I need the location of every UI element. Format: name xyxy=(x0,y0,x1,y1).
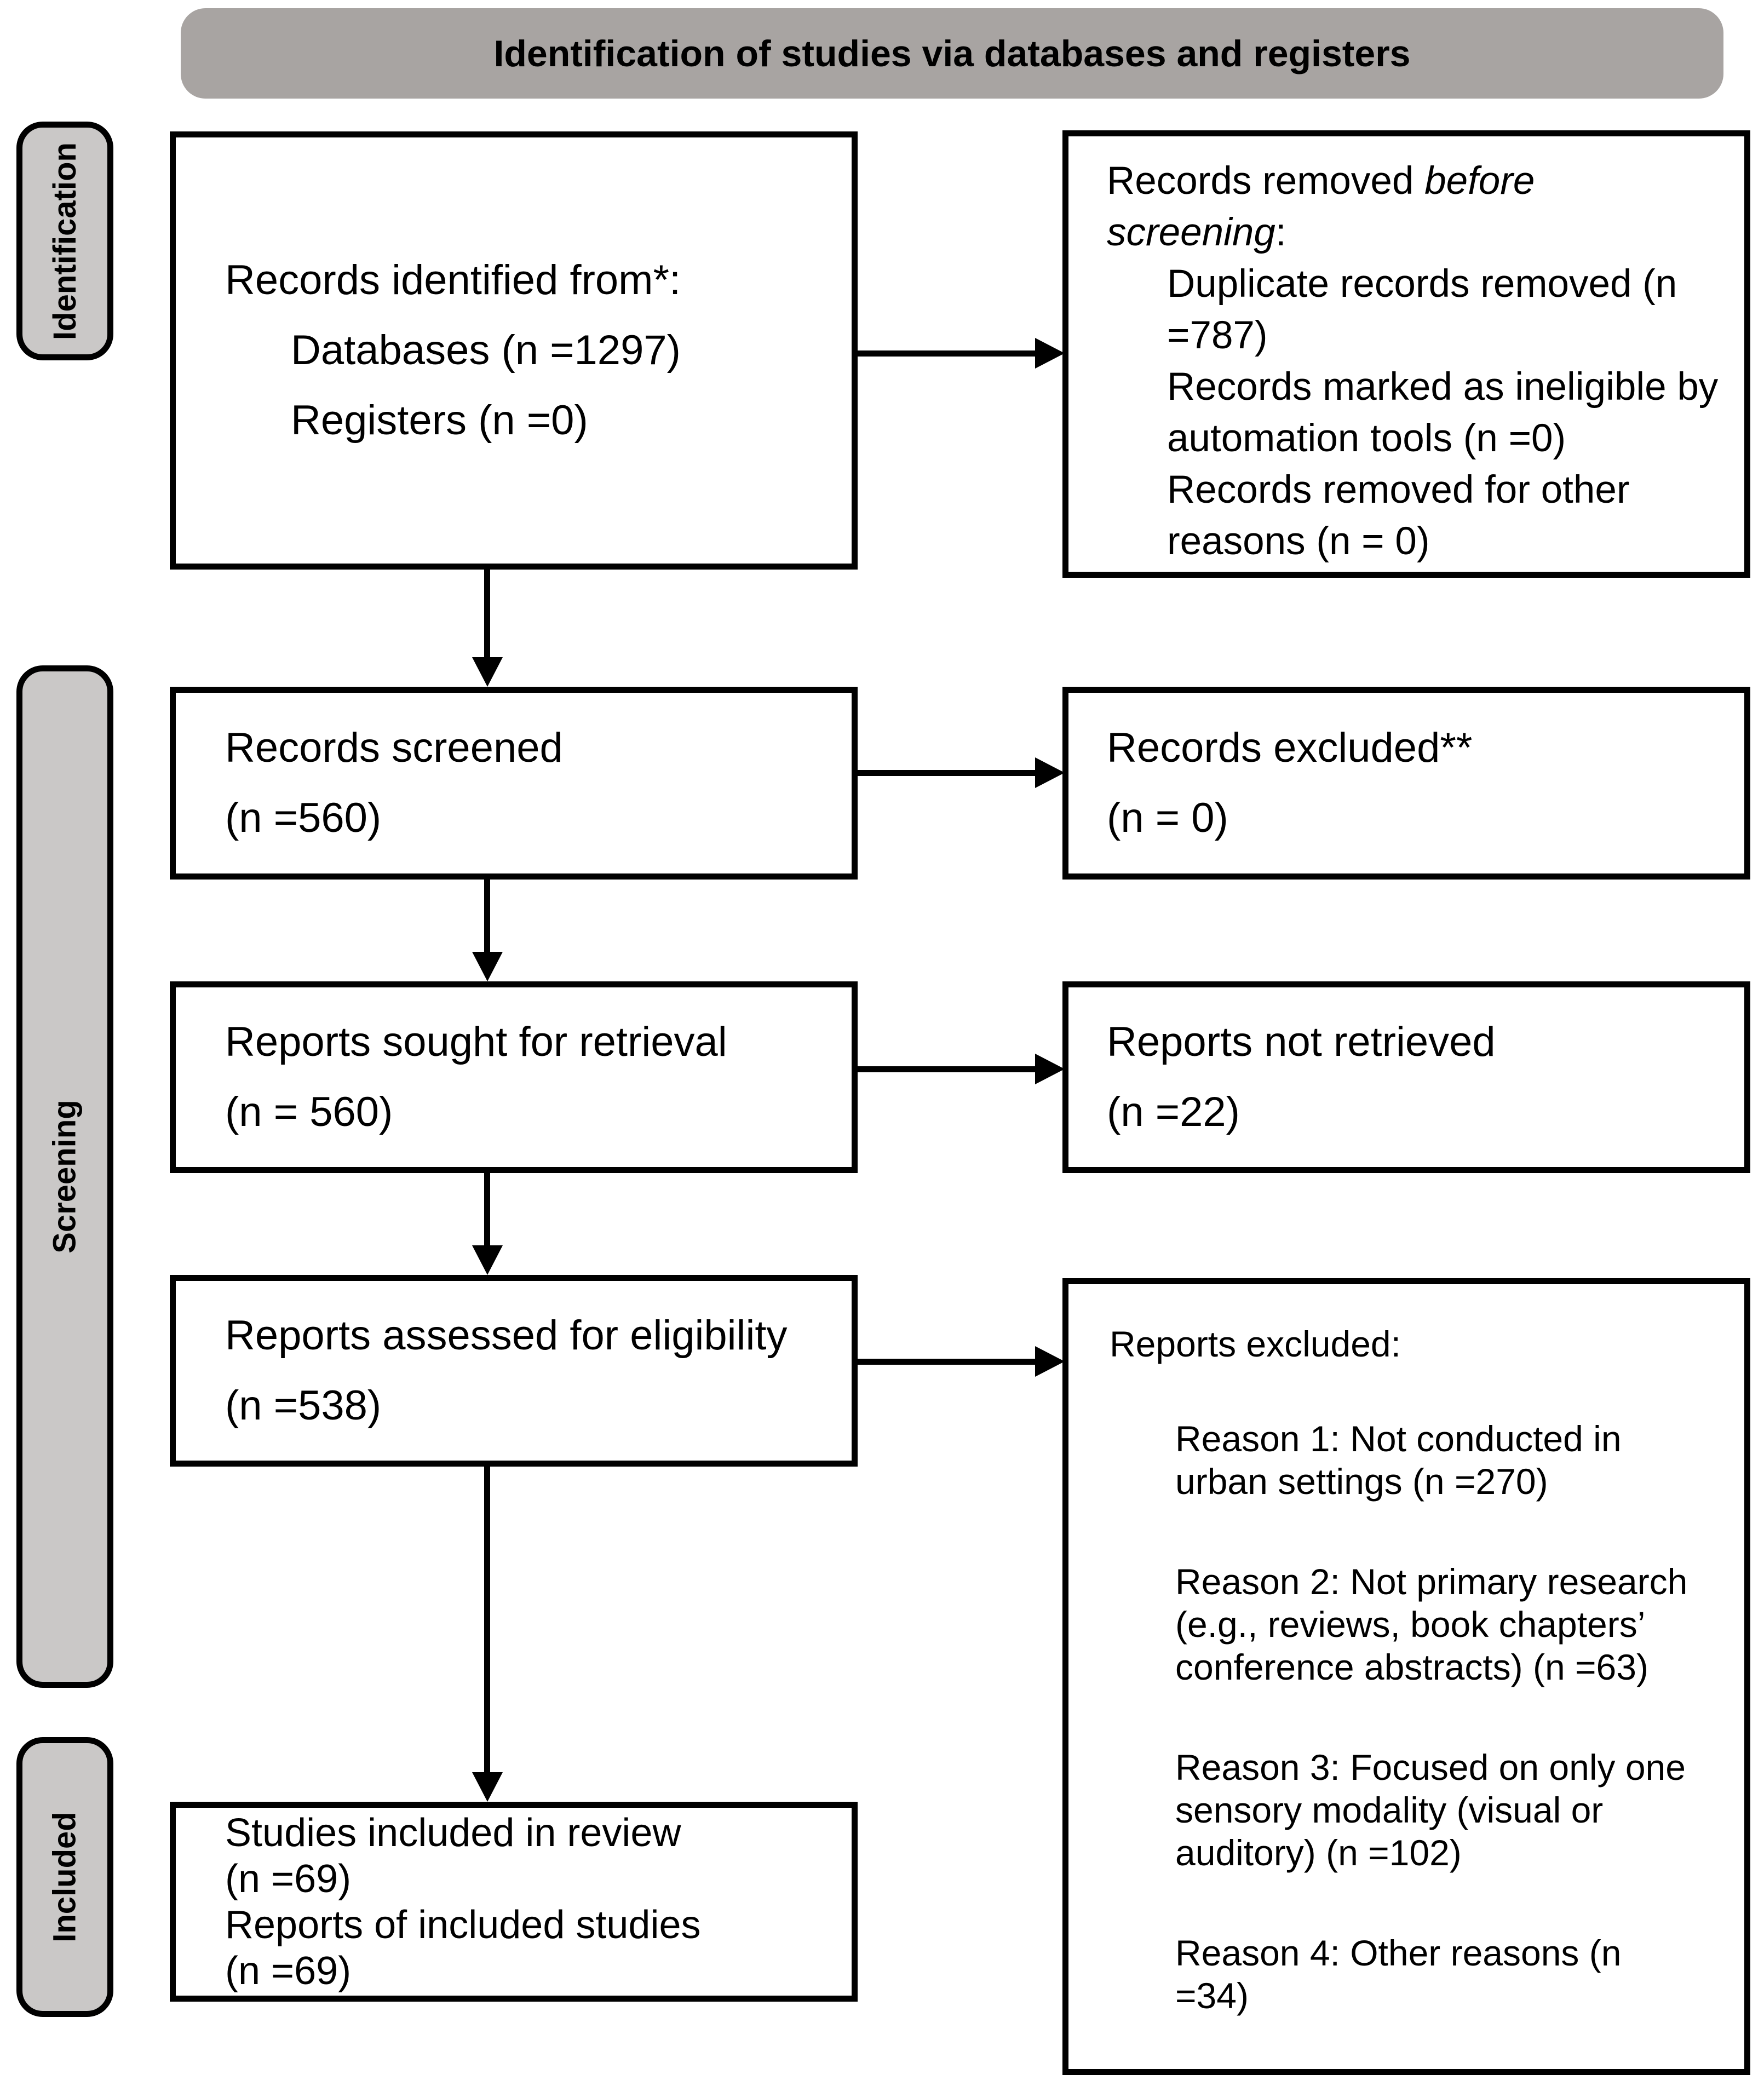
records-excluded-line1: Records excluded** xyxy=(1107,725,1473,771)
arrow-identified-to-screened-shaft xyxy=(484,570,490,659)
records-screened-line1: Records screened xyxy=(225,725,563,771)
arrow-identified-to-screened-head xyxy=(472,657,503,687)
records-excluded-line2: (n = 0) xyxy=(1107,795,1228,841)
box-records-identified: Records identified from*: Databases (n =… xyxy=(170,131,858,570)
records-removed-title-suffix: : xyxy=(1275,211,1286,254)
box-reports-assessed: Reports assessed for eligibility (n =538… xyxy=(170,1275,858,1467)
records-identified-title: Records identified from*: xyxy=(225,257,681,303)
box-reports-excluded: Reports excluded: Reason 1: Not conducte… xyxy=(1062,1278,1750,2075)
stage-label-screening: Screening xyxy=(16,665,113,1688)
diagram-header-title: Identification of studies via databases … xyxy=(493,32,1411,74)
box-records-removed: Records removed before screening: Duplic… xyxy=(1062,130,1750,578)
reports-not-retrieved-line1: Reports not retrieved xyxy=(1107,1019,1496,1065)
arrow-sought-to-not-retrieved-head xyxy=(1035,1054,1065,1084)
stage-label-included-text: Included xyxy=(47,1812,83,1942)
studies-included-line1: Studies included in review xyxy=(225,1811,681,1855)
box-records-screened: Records screened (n =560) xyxy=(170,687,858,880)
studies-included-line3: Reports of included studies xyxy=(225,1903,701,1947)
records-removed-duplicates: Duplicate records removed (n =787) xyxy=(1167,262,1677,357)
records-removed-other: Records removed for other reasons (n = 0… xyxy=(1167,468,1630,563)
studies-included-line2: (n =69) xyxy=(225,1857,352,1901)
arrow-assessed-to-reports-excluded-head xyxy=(1035,1346,1065,1377)
arrow-screened-to-sought-shaft xyxy=(484,880,490,954)
box-reports-sought: Reports sought for retrieval (n = 560) xyxy=(170,981,858,1173)
reports-assessed-line1: Reports assessed for eligibility xyxy=(225,1312,788,1359)
stage-label-identification: Identification xyxy=(16,122,113,360)
arrow-sought-to-assessed-shaft xyxy=(484,1173,490,1248)
reports-sought-line1: Reports sought for retrieval xyxy=(225,1019,727,1065)
stage-label-screening-text: Screening xyxy=(47,1100,83,1254)
arrow-assessed-to-included-head xyxy=(472,1772,503,1802)
reports-sought-line2: (n = 560) xyxy=(225,1089,393,1135)
records-screened-line2: (n =560) xyxy=(225,795,382,841)
arrow-identified-to-removed-head xyxy=(1035,338,1065,369)
records-removed-automation: Records marked as ineligible by automati… xyxy=(1167,365,1719,460)
reports-excluded-reason-2: Reason 2: Not primary research (e.g., re… xyxy=(1175,1561,1688,1687)
box-records-excluded: Records excluded** (n = 0) xyxy=(1062,687,1750,880)
box-studies-included: Studies included in review (n =69) Repor… xyxy=(170,1802,858,2002)
arrow-assessed-to-included-shaft xyxy=(484,1467,490,1774)
arrow-screened-to-sought-head xyxy=(472,952,503,981)
diagram-header: Identification of studies via databases … xyxy=(181,8,1723,99)
arrow-screened-to-excluded-head xyxy=(1035,757,1065,788)
arrow-assessed-to-reports-excluded-shaft xyxy=(858,1359,1038,1365)
arrow-sought-to-assessed-head xyxy=(472,1245,503,1275)
reports-not-retrieved-line2: (n =22) xyxy=(1107,1089,1240,1135)
records-identified-databases: Databases (n =1297) xyxy=(291,327,681,373)
reports-excluded-reason-3: Reason 3: Focused on only one sensory mo… xyxy=(1175,1747,1686,1873)
reports-assessed-line2: (n =538) xyxy=(225,1382,382,1429)
records-removed-title-prefix: Records removed xyxy=(1107,159,1425,203)
arrow-screened-to-excluded-shaft xyxy=(858,770,1038,776)
reports-excluded-title: Reports excluded: xyxy=(1110,1324,1401,1364)
arrow-identified-to-removed-shaft xyxy=(858,350,1038,357)
arrow-sought-to-not-retrieved-shaft xyxy=(858,1066,1038,1072)
box-reports-not-retrieved: Reports not retrieved (n =22) xyxy=(1062,981,1750,1173)
stage-label-included: Included xyxy=(16,1737,113,2017)
records-identified-registers: Registers (n =0) xyxy=(291,397,588,444)
reports-excluded-reason-1: Reason 1: Not conducted in urban setting… xyxy=(1175,1418,1622,1502)
reports-excluded-reason-4: Reason 4: Other reasons (n =34) xyxy=(1175,1933,1622,2016)
studies-included-line4: (n =69) xyxy=(225,1949,352,1993)
records-removed-title: Records removed before screening: xyxy=(1107,156,1722,258)
stage-label-identification-text: Identification xyxy=(47,142,83,340)
records-removed-title-italic: before screening xyxy=(1107,159,1535,254)
